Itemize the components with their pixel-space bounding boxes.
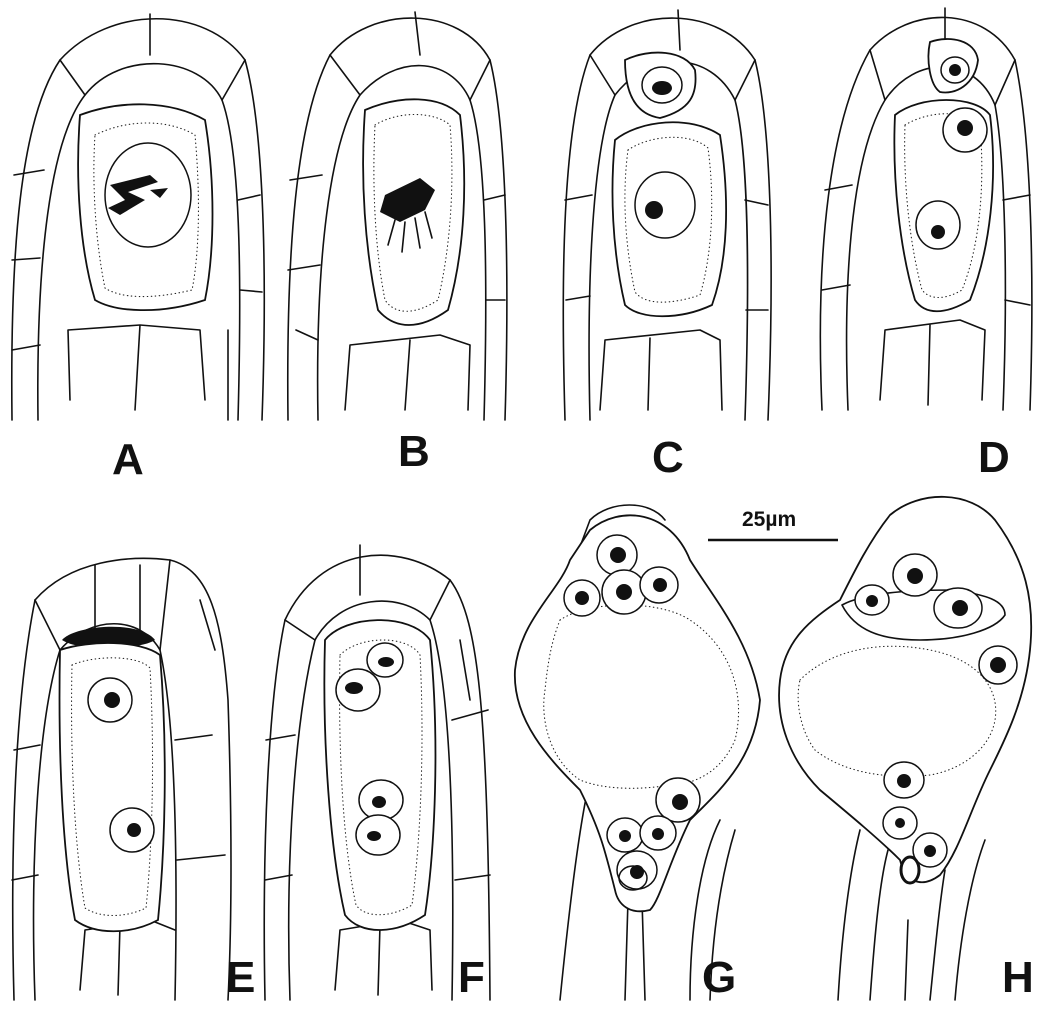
panel-b-drawing [288,12,507,420]
panel-f-drawing [264,545,490,1000]
panel-a-drawing [12,14,265,420]
scale-bar-label: 25µm [742,509,796,530]
panel-label-c: C [652,436,684,480]
panel-g-drawing [515,505,760,1000]
panel-label-b: B [398,430,430,474]
panel-label-e: E [226,956,255,1000]
panel-label-a: A [112,438,144,482]
panel-label-f: F [458,956,485,1000]
panel-c-drawing [563,10,771,420]
panel-h-drawing [779,497,1031,1000]
panel-d-drawing [820,8,1032,410]
panel-label-g: G [702,956,736,1000]
panel-label-d: D [978,436,1010,480]
panel-label-h: H [1002,956,1034,1000]
panel-e-drawing [12,558,231,1000]
